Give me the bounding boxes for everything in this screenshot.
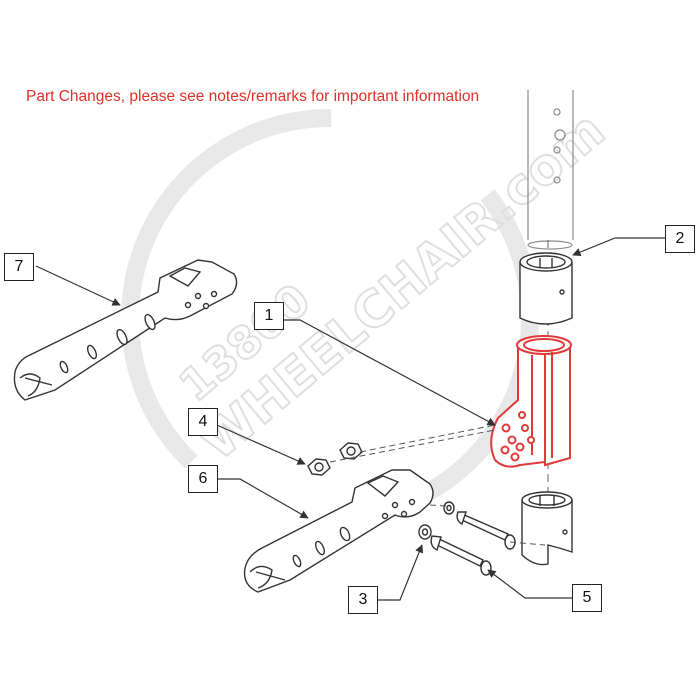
part-6-arm-lower (243, 469, 434, 593)
part-7-arm-upper (13, 259, 238, 401)
callout-7: 7 (4, 253, 34, 281)
part-4-nuts (307, 442, 363, 476)
part-5-bolts (430, 511, 516, 576)
part-3-washers (418, 501, 455, 540)
callout-5: 5 (572, 584, 602, 612)
callout-6: 6 (188, 465, 218, 493)
callout-2: 2 (665, 225, 695, 253)
part-2-collar-top (519, 252, 573, 325)
callout-3: 3 (348, 586, 378, 614)
callout-1: 1 (254, 302, 284, 330)
assembly-lines (329, 424, 546, 546)
part-changes-notice: Part Changes, please see notes/remarks f… (26, 88, 480, 105)
collar-bottom (521, 491, 573, 566)
leader-lines (35, 237, 665, 601)
part-1-bracket (490, 335, 572, 468)
upright-tube (527, 90, 574, 250)
callout-4: 4 (188, 408, 218, 436)
